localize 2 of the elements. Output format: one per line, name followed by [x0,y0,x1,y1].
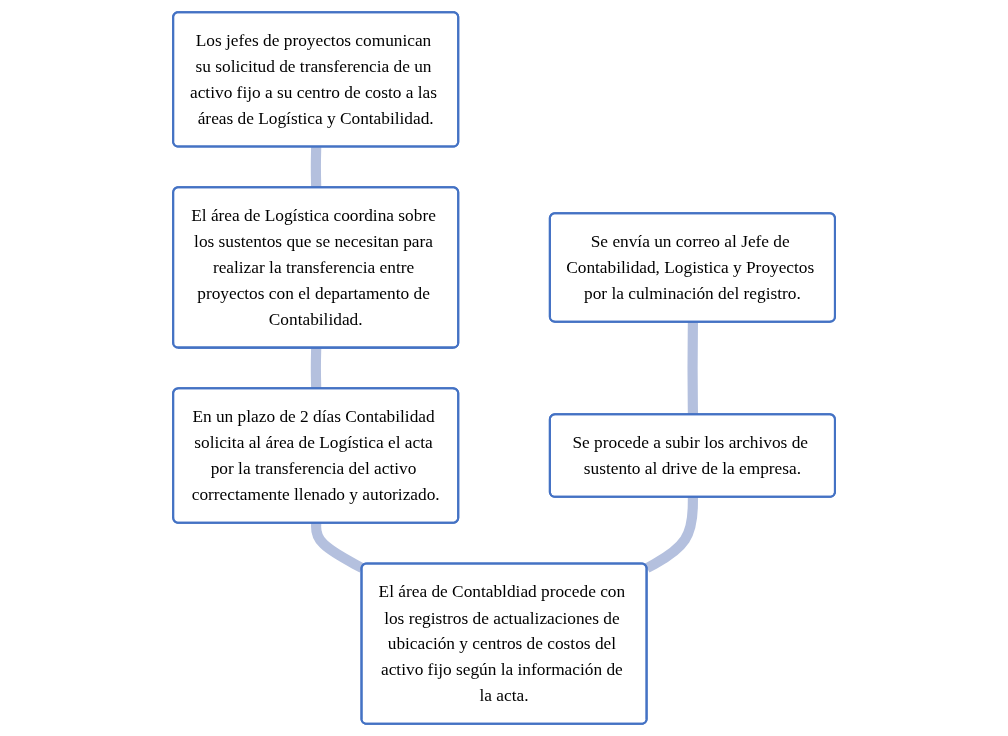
connector [644,497,698,573]
connector [687,322,698,415]
